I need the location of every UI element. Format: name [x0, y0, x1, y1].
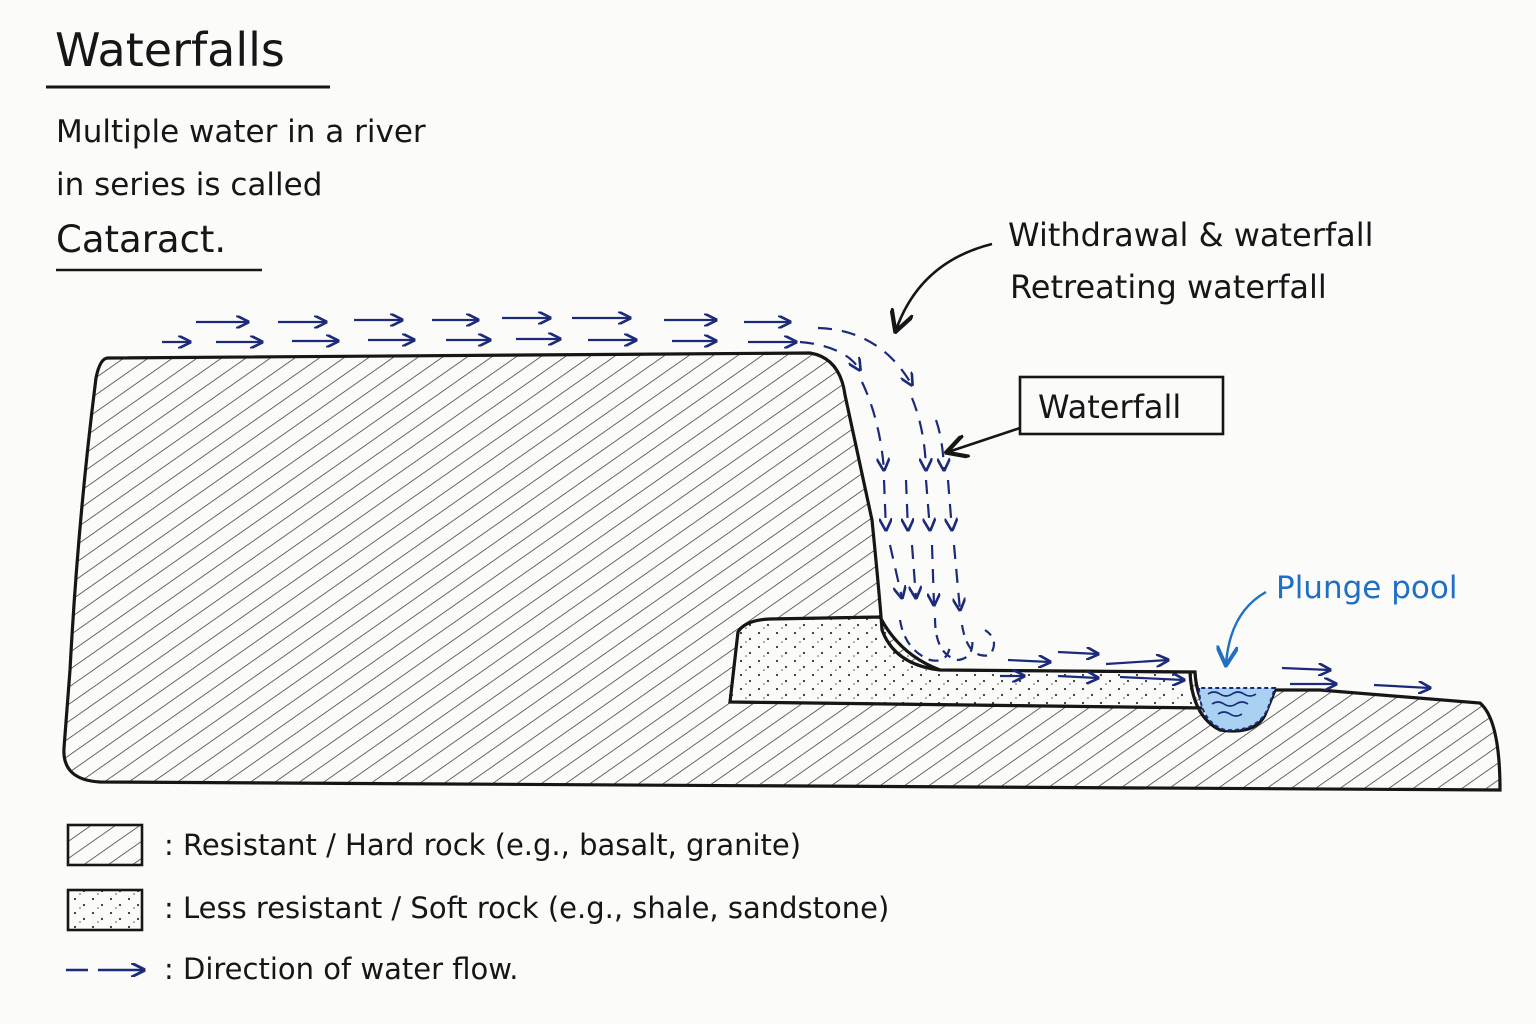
pool-ripples — [1207, 691, 1257, 717]
base-swirls — [898, 617, 996, 662]
retreat-label-line-1: Withdrawal & waterfall — [1008, 216, 1374, 254]
waterfall-label: Waterfall — [1038, 388, 1181, 426]
waterfall-label-box — [1018, 375, 1225, 436]
water-flow-top — [162, 318, 796, 342]
falling-water — [799, 326, 960, 610]
water-flow-bottom — [1000, 652, 1430, 688]
retreat-label-line-2: Retreating waterfall — [1010, 268, 1327, 306]
waterfall-pointer-arrow — [948, 426, 1021, 452]
legend-hard-rock-text: : Resistant / Hard rock (e.g., basalt, g… — [164, 828, 801, 862]
note-line-1: Multiple water in a river — [56, 114, 426, 150]
legend-flow-text: : Direction of water flow. — [164, 952, 519, 986]
retreat-pointer-arrow — [896, 242, 993, 330]
plunge-pool-pointer-arrow — [1226, 590, 1267, 664]
legend-hard-rock-swatch — [66, 823, 144, 867]
note-line-2: in series is called — [56, 167, 322, 203]
note-line-3: Cataract. — [56, 218, 226, 261]
legend-soft-rock-swatch — [66, 888, 144, 932]
plunge-pool — [1197, 687, 1277, 732]
hard-rock-mass — [62, 351, 1502, 792]
plunge-pool-label: Plunge pool — [1276, 570, 1457, 606]
page-title: Waterfalls — [55, 23, 285, 77]
legend-soft-rock-text: : Less resistant / Soft rock (e.g., shal… — [164, 891, 889, 925]
